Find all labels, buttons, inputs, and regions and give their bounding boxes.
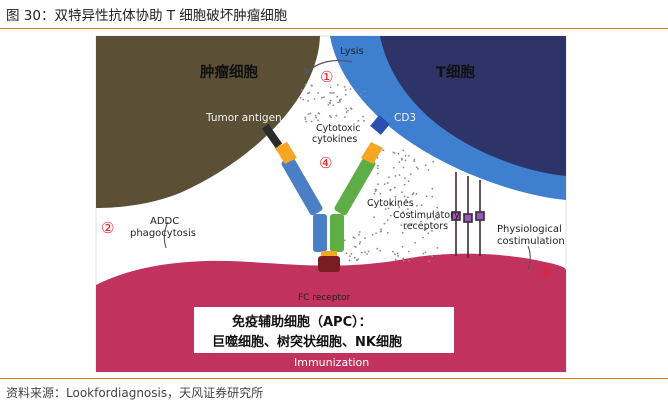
cytokine-dots [299, 83, 439, 263]
costim-label-1: Costimulatory [393, 210, 460, 221]
bispecific-antibody [261, 115, 390, 272]
costimulatory-receptors [451, 172, 485, 258]
t-cell-core [380, 36, 566, 176]
top-divider [0, 28, 668, 29]
lysis-arrow [306, 59, 353, 73]
costim-label-2: receptors [403, 221, 448, 232]
cd3-label: CD3 [394, 112, 416, 124]
step-4: ④ [319, 154, 332, 172]
adcc-label-2: phagocytosis [130, 228, 196, 239]
step-3: ③ [538, 263, 551, 281]
adcc-arrow [163, 221, 169, 249]
cytokines-label: Cytokines [367, 198, 414, 209]
apc-caption-line-1: 免疫辅助细胞（APC）： [232, 314, 372, 330]
tumor-cell [96, 36, 320, 208]
tumor-antigen-label: Tumor antigen [205, 112, 282, 124]
bottom-divider [0, 378, 668, 379]
source-note: 资料来源：Lookfordiagnosis，天风证券研究所 [6, 386, 264, 400]
adcc-label-1: ADDC [150, 216, 179, 227]
physio-label-2: costimulation [497, 236, 565, 247]
step-1: ① [320, 68, 333, 86]
apc-caption-box [194, 307, 454, 353]
physio-label-1: Physiological [497, 224, 562, 235]
lysis-label: Lysis [340, 46, 364, 57]
figure-title: 图 30：双特异性抗体协助 T 细胞破坏肿瘤细胞 [6, 8, 288, 24]
fc-receptor-label: FC receptor [298, 293, 351, 303]
lysis-arrowhead [303, 67, 311, 76]
cytotoxic-label-2: cytokines [312, 134, 357, 145]
apc-caption-line-2: 巨噬细胞、树突状细胞、NK细胞 [212, 334, 402, 350]
tumor-cell-label: 肿瘤细胞 [200, 63, 258, 81]
step-2: ② [101, 219, 114, 237]
physio-arrow [527, 245, 531, 271]
cytotoxic-label-1: Cytotoxic [316, 123, 361, 134]
immunization-label: Immunization [294, 356, 369, 369]
t-cell-label: T细胞 [436, 63, 475, 81]
